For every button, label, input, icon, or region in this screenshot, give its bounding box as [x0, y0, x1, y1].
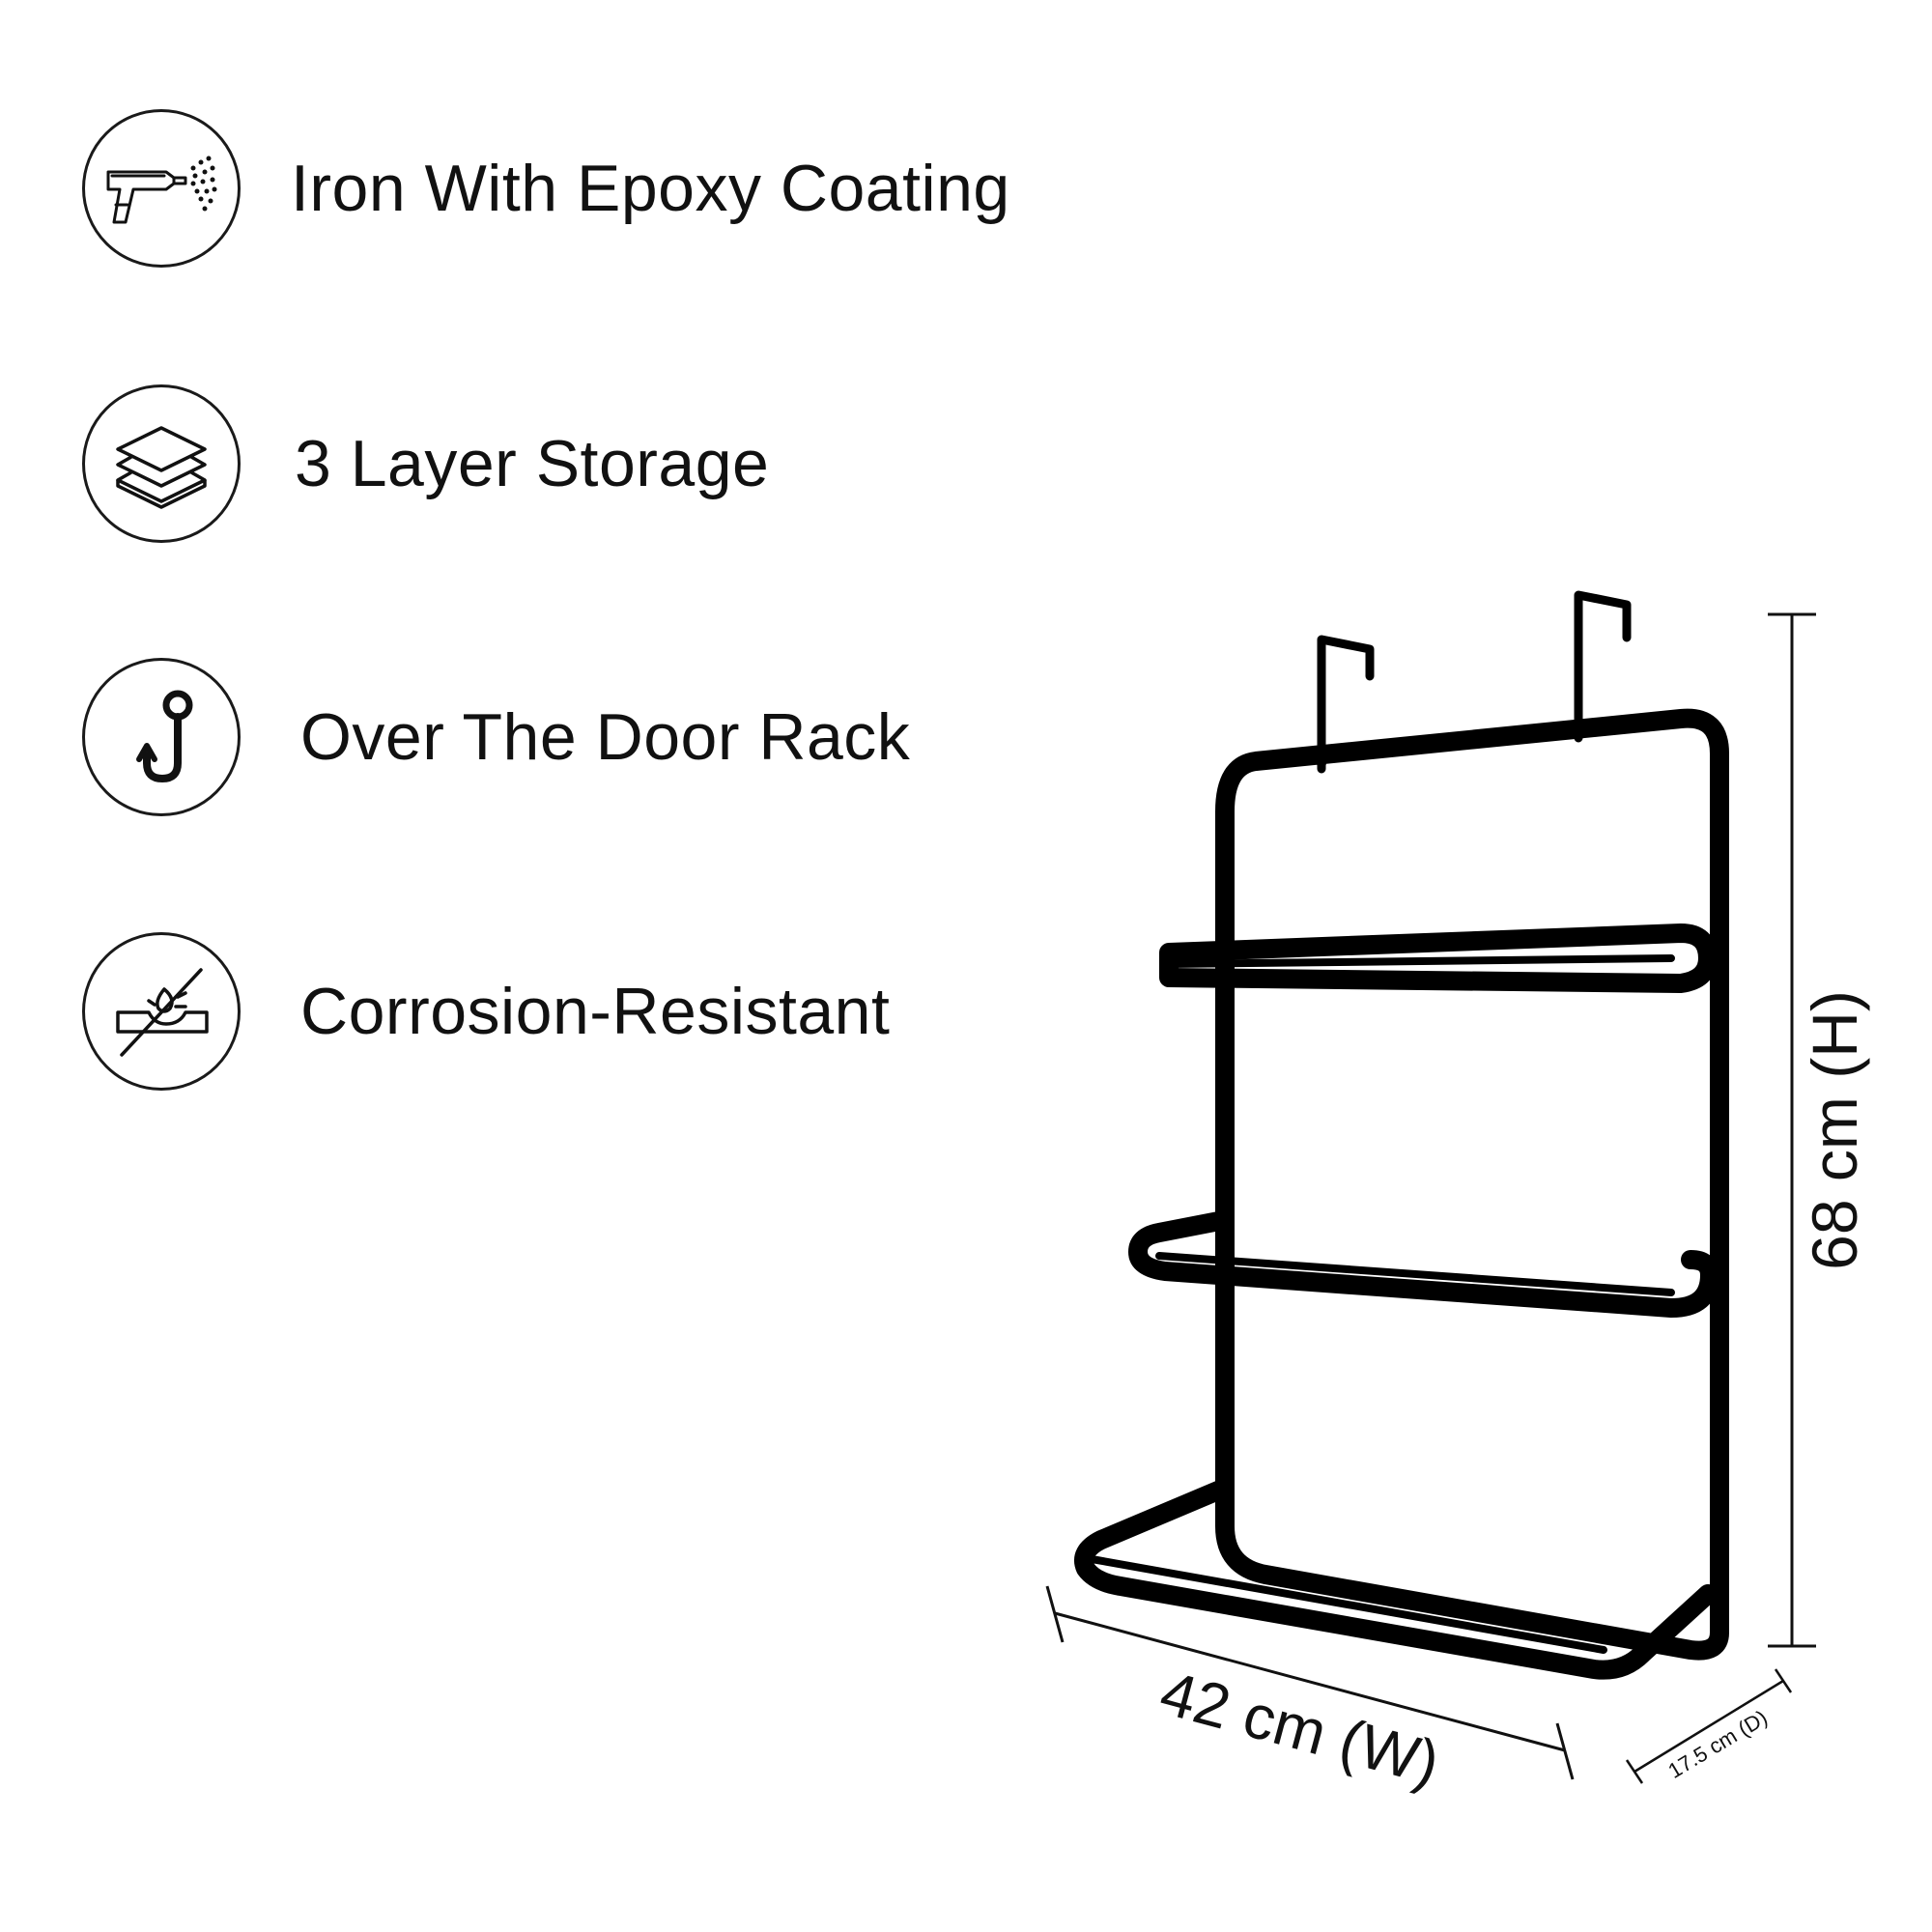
left-hook — [1317, 635, 1375, 774]
feature-over-door: Over The Door Rack — [82, 655, 1145, 819]
feature-layer-storage: 3 Layer Storage — [82, 382, 1145, 546]
back-frame — [1215, 708, 1729, 1661]
height-dimension-line — [1768, 612, 1816, 1648]
feature-epoxy-coating: Iron With Epoxy Coating — [82, 106, 1145, 270]
top-shelf — [1159, 923, 1718, 993]
rack-frame — [1074, 590, 1729, 1680]
layers-icon — [82, 384, 241, 543]
hook-icon — [82, 658, 241, 816]
height-label: 68 cm (H) — [1799, 990, 1870, 1270]
right-hook — [1574, 590, 1632, 743]
bottom-shelf — [1074, 1478, 1718, 1680]
no-corrosion-icon — [82, 932, 241, 1091]
feature-label: 3 Layer Storage — [295, 427, 770, 500]
middle-shelf — [1128, 1211, 1719, 1318]
feature-label: Corrosion-Resistant — [300, 975, 891, 1048]
width-dimension-line — [1045, 1585, 1575, 1780]
feature-label: Over The Door Rack — [300, 700, 911, 774]
depth-dimension-line — [1625, 1668, 1793, 1784]
feature-corrosion-resistant: Corrosion-Resistant — [82, 929, 1145, 1094]
spray-gun-icon — [82, 109, 241, 268]
feature-label: Iron With Epoxy Coating — [291, 152, 1010, 225]
